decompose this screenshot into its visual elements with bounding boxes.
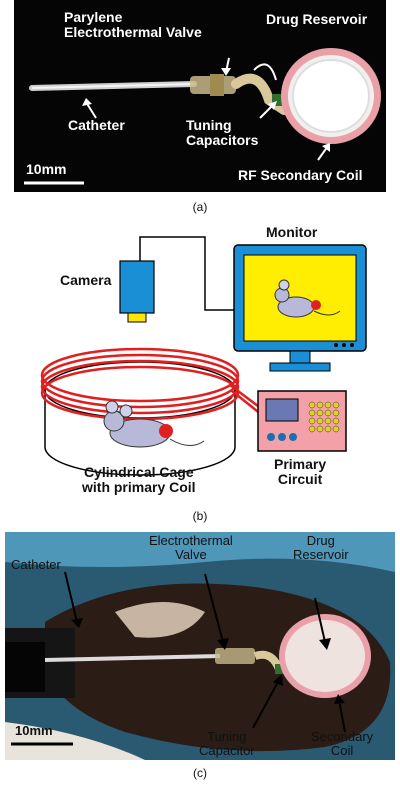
label-catheter: Catheter: [68, 117, 125, 133]
label-tuning-capacitors: Tuning Capacitors: [186, 117, 259, 148]
scale-label-a: 10mm: [26, 161, 67, 177]
cylindrical-cage: [44, 361, 236, 419]
panel-b: Monitor Camera Cylindrical Cage with pri…: [0, 215, 400, 525]
mouse-photo-drawing: [5, 532, 395, 760]
label-catheter-c: Catheter: [11, 557, 61, 572]
setup-diagram: [40, 236, 367, 476]
label-rf-secondary-coil: RF Secondary Coil: [238, 167, 363, 183]
device-photo-drawing: [14, 0, 386, 192]
label-primary-circuit: Primary Circuit: [274, 456, 327, 487]
label-monitor: Monitor: [266, 224, 318, 240]
scale-label-c: 10mm: [15, 723, 53, 738]
primary-coil: [40, 347, 240, 403]
label-tuning-capacitor-c: Tuning Capacitor: [199, 729, 255, 758]
camera-icon: [119, 260, 155, 314]
caption-c: (c): [193, 766, 207, 780]
label-drug-reservoir-c: Drug Reservoir: [293, 533, 349, 562]
caption-a: (a): [192, 200, 208, 214]
label-electrothermal-valve-c: Electrothermal Valve: [149, 533, 233, 562]
device-photo-c: Catheter Electrothermal Valve Drug Reser…: [5, 532, 395, 760]
label-drug-reservoir: Drug Reservoir: [266, 11, 368, 27]
panel-a: Parylene Electrothermal Valve Drug Reser…: [0, 0, 400, 215]
label-parylene-valve: Parylene Electrothermal Valve: [64, 9, 202, 40]
label-secondary-coil-c: Secondary Coil: [311, 729, 374, 758]
label-cylindrical-cage: Cylindrical Cage with primary Coil: [82, 464, 196, 495]
label-camera: Camera: [60, 272, 112, 288]
device-photo-a: Parylene Electrothermal Valve Drug Reser…: [14, 0, 386, 192]
caption-b: (b): [192, 509, 208, 523]
